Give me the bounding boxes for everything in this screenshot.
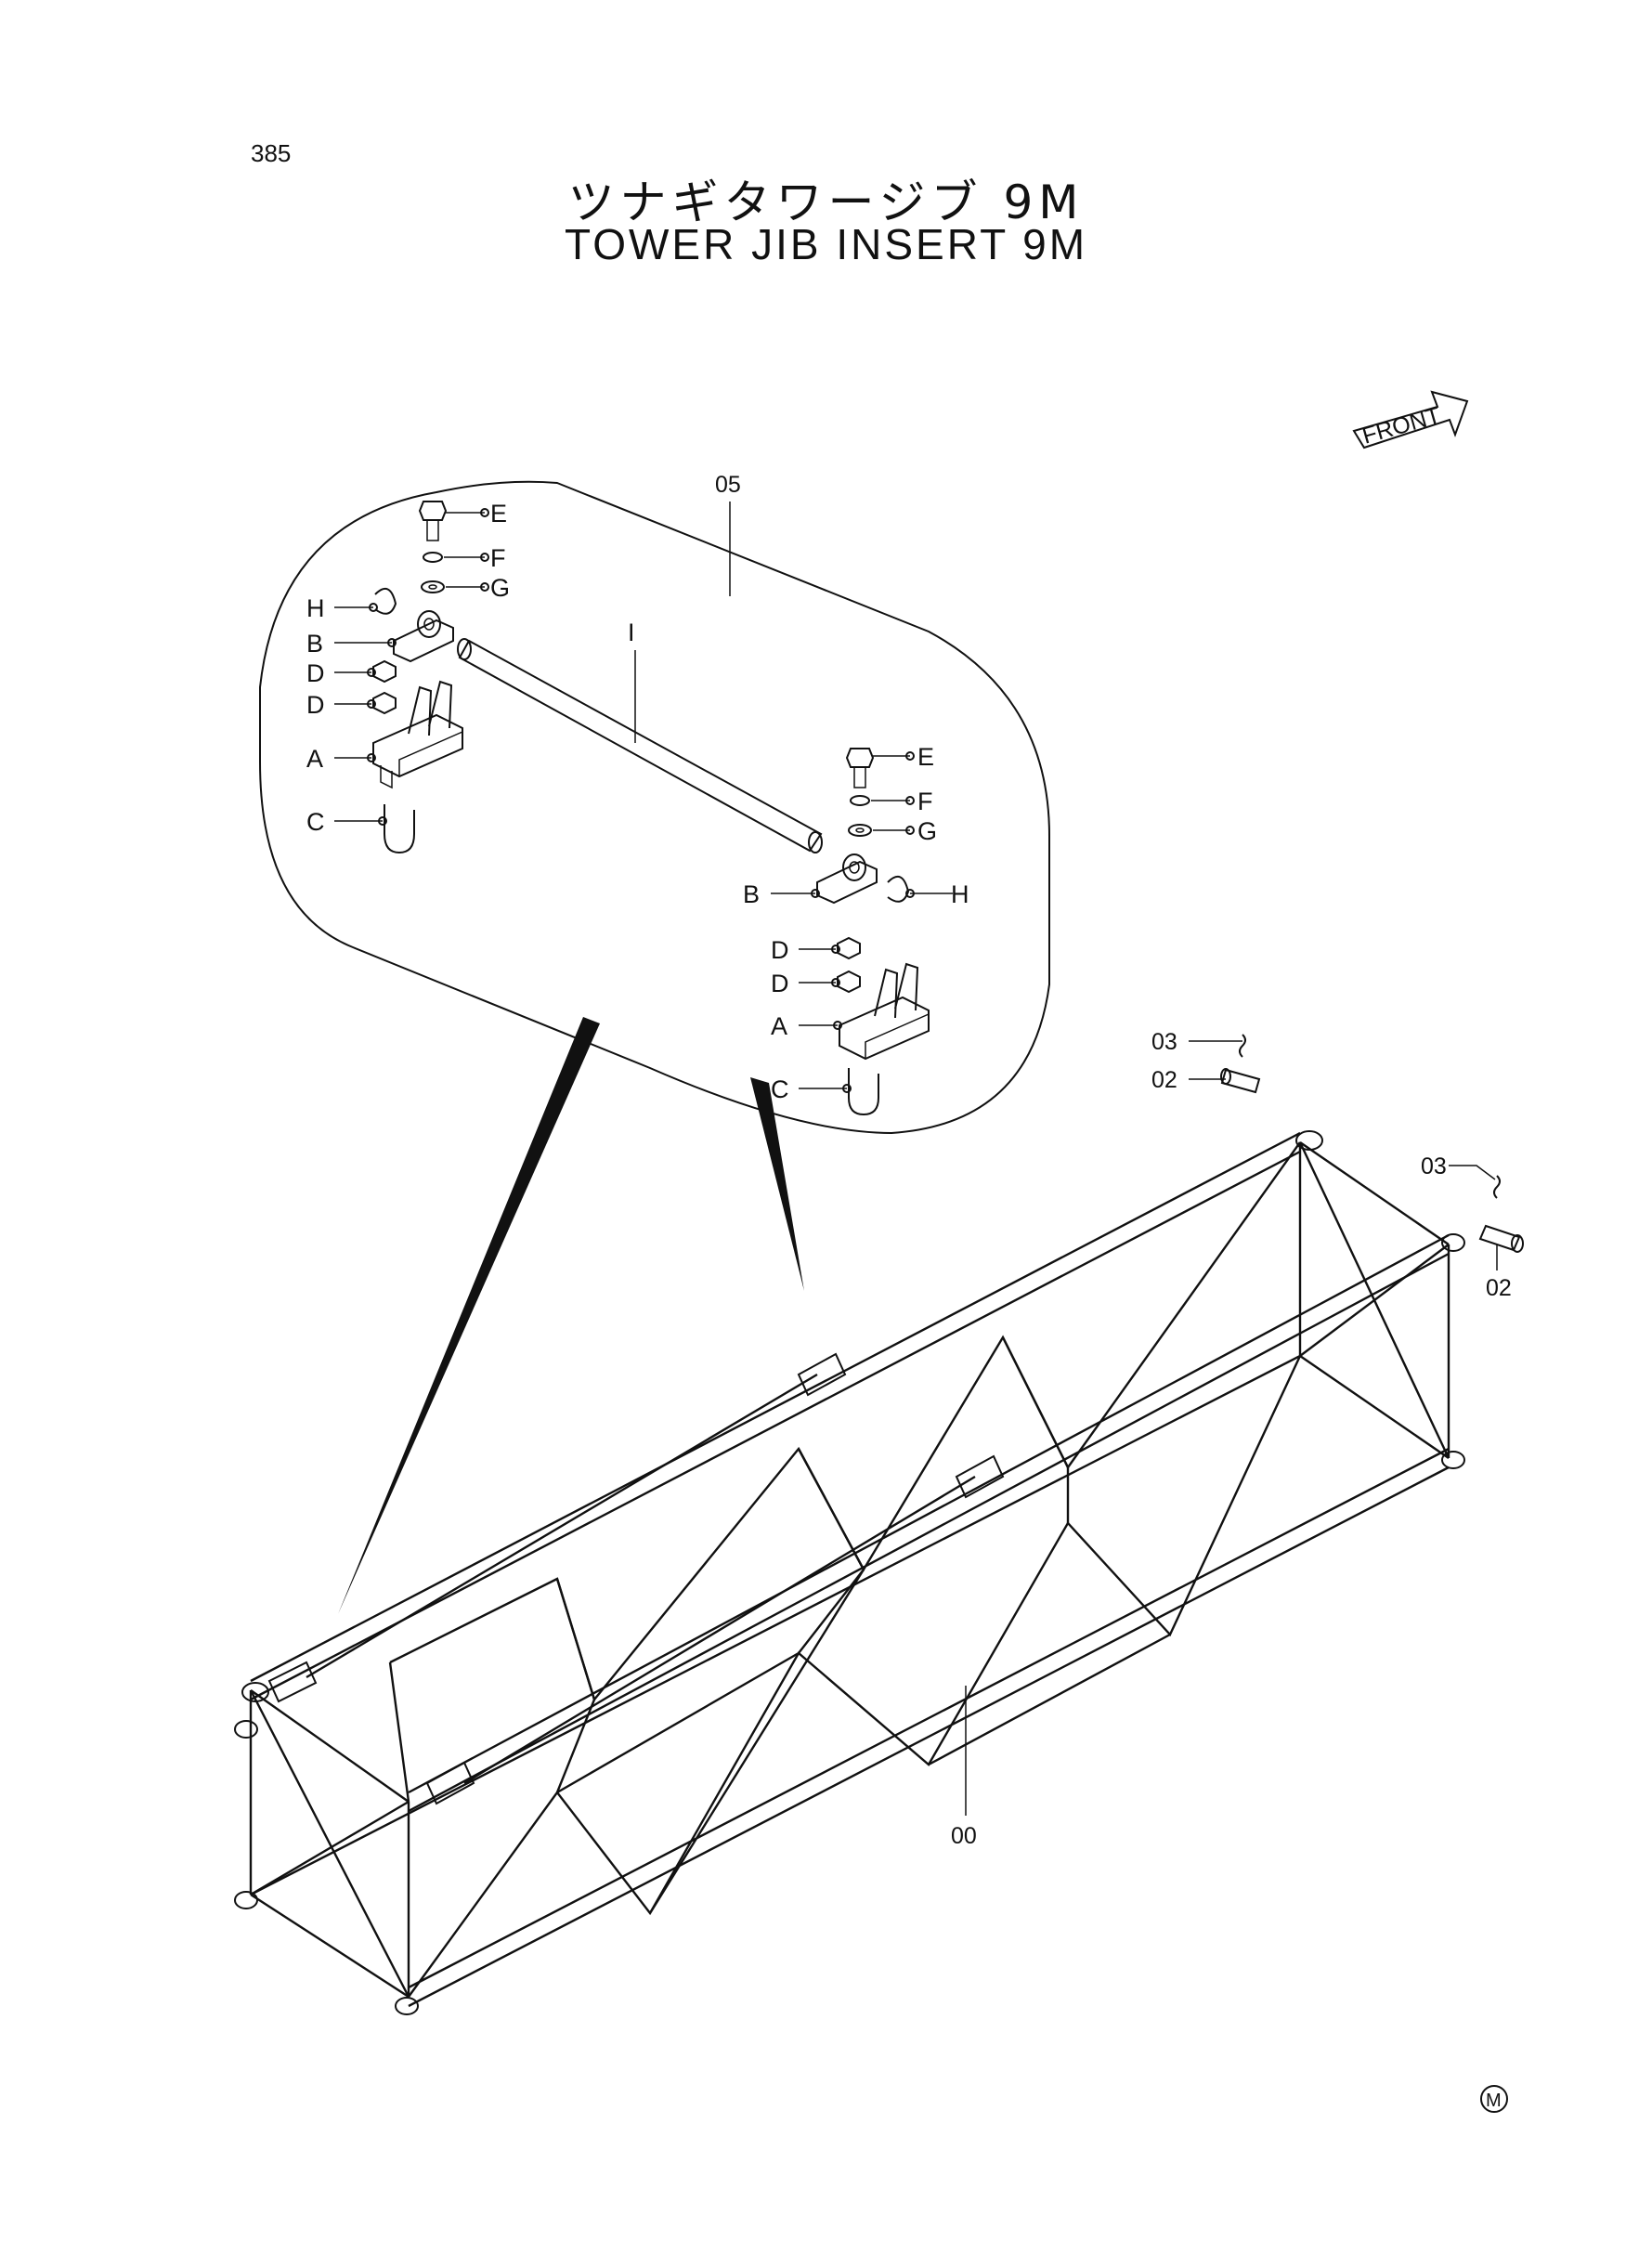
- pin-retainer-right: 03 02: [1421, 1153, 1524, 1301]
- part-label-g: G: [490, 574, 510, 602]
- shaft-part-i: I: [457, 619, 823, 853]
- callout-05: 05: [715, 472, 741, 498]
- part-label-f-2: F: [917, 788, 933, 815]
- part-label-c: C: [306, 808, 325, 836]
- part-label-d-2: D: [306, 691, 325, 719]
- circled-m-mark: M: [1480, 2085, 1508, 2113]
- callout-03-2: 03: [1421, 1153, 1447, 1179]
- callout-02-2: 02: [1486, 1275, 1512, 1301]
- hardware-upper-left: E F G H B D D A C: [306, 500, 510, 854]
- part-label-f: F: [490, 544, 506, 572]
- part-label-g-2: G: [917, 817, 937, 845]
- part-label-d-4: D: [771, 970, 789, 997]
- detail-leader-right: [750, 1077, 804, 1291]
- part-label-h: H: [306, 594, 325, 622]
- page-title-japanese: ツナギタワージブ 9M: [567, 176, 1085, 229]
- part-label-e-2: E: [917, 743, 934, 771]
- callout-02-1: 02: [1151, 1067, 1177, 1093]
- part-label-e: E: [490, 500, 507, 528]
- hardware-lower-right: E F G B H D D A C: [743, 743, 969, 1116]
- part-label-a: A: [306, 745, 323, 773]
- part-label-b-2: B: [743, 880, 760, 908]
- part-label-c-2: C: [771, 1075, 789, 1103]
- part-label-h-2: H: [951, 880, 969, 908]
- part-label-d-1: D: [306, 659, 325, 687]
- pin-retainer-left: 03 02: [1151, 1029, 1261, 1094]
- page-title: TOWER JIB INSERT 9M: [564, 220, 1088, 268]
- front-arrow-icon: FRONT: [1352, 390, 1469, 449]
- part-label-d-3: D: [771, 936, 789, 964]
- callout-03-1: 03: [1151, 1029, 1177, 1055]
- page-number: 385: [251, 139, 292, 167]
- truss-assembly: [234, 1130, 1465, 2015]
- detail-bubble: [259, 480, 1050, 1135]
- front-arrow-label: FRONT: [1359, 402, 1443, 449]
- part-label-i: I: [628, 619, 635, 646]
- part-label-a-2: A: [771, 1012, 787, 1040]
- callout-00: 00: [951, 1823, 977, 1849]
- circled-m-letter: M: [1486, 2091, 1502, 2111]
- part-label-b: B: [306, 630, 323, 658]
- detail-leader-left: [338, 1017, 600, 1614]
